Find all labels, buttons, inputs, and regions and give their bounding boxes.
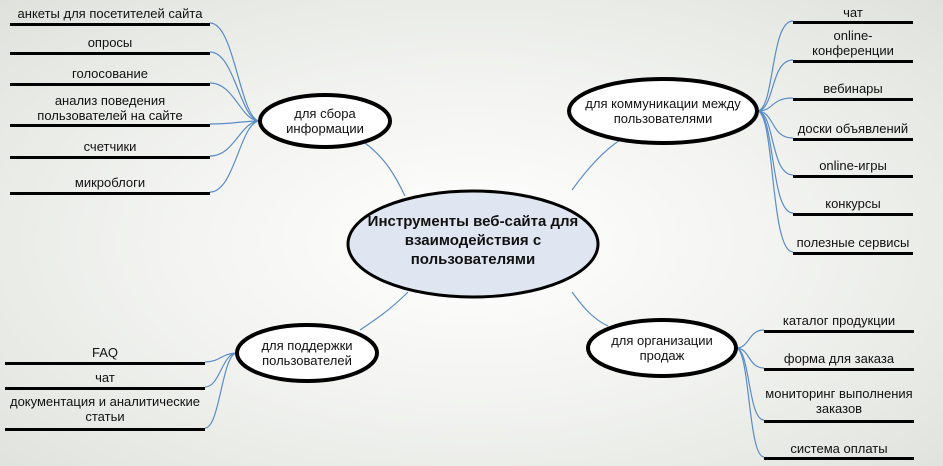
item-underline	[793, 213, 913, 216]
branch-comm-title: для коммуникации между пользователями	[585, 96, 741, 126]
item-underline	[793, 138, 913, 141]
connector-line	[359, 291, 409, 331]
connector-line	[735, 347, 765, 458]
comm-item[interactable]: конкурсы	[825, 196, 881, 211]
item-underline	[10, 83, 210, 86]
connector-line	[756, 110, 794, 176]
item-underline	[764, 330, 914, 333]
connector-line	[571, 291, 609, 327]
branch-support-title: для поддержки пользователей	[261, 338, 353, 368]
connector-line	[204, 352, 238, 388]
connector-line	[756, 110, 794, 253]
branch-comm-shape[interactable]	[567, 77, 759, 145]
sales-item[interactable]: каталог продукции	[782, 313, 896, 328]
central-node-shape[interactable]	[346, 189, 600, 299]
item-underline	[764, 457, 914, 460]
info-item[interactable]: микроблоги	[74, 175, 146, 190]
comm-item[interactable]: чат	[843, 5, 863, 20]
item-underline	[5, 428, 205, 431]
item-underline	[10, 52, 210, 55]
central-topic: Инструменты веб-сайта для взаимодействия…	[367, 213, 579, 268]
connector-line	[571, 139, 621, 191]
connector-line	[756, 97, 794, 112]
item-underline	[764, 368, 914, 371]
connector-line	[364, 142, 406, 197]
connector-line	[735, 329, 765, 349]
comm-item[interactable]: доски объявлений	[797, 121, 909, 136]
item-underline	[764, 420, 914, 423]
connector-line	[209, 51, 261, 122]
info-item[interactable]: анализ поведения пользователей на сайте	[37, 93, 183, 123]
support-item[interactable]: чат	[95, 370, 115, 385]
branch-sales-title: для организации продаж	[611, 333, 713, 363]
connector-line	[204, 352, 238, 429]
branch-support-shape[interactable]	[235, 323, 379, 383]
connector-line	[756, 20, 794, 112]
info-item[interactable]: опросы	[87, 35, 133, 50]
item-underline	[793, 21, 913, 24]
support-item[interactable]: документация и аналитические статьи	[9, 394, 200, 424]
item-underline	[793, 98, 913, 101]
sales-item[interactable]: мониторинг выполнения заказов	[765, 386, 913, 416]
item-underline	[793, 60, 913, 63]
branch-info-shape[interactable]	[258, 93, 392, 149]
item-underline	[10, 124, 210, 127]
item-underline	[10, 156, 210, 159]
info-item[interactable]: анкеты для посетителей сайта	[17, 6, 203, 21]
comm-item[interactable]: вебинары	[823, 81, 883, 96]
item-underline	[10, 23, 210, 26]
connector-line	[756, 110, 794, 139]
connector-lines	[204, 20, 794, 458]
connector-line	[209, 22, 261, 122]
comm-item[interactable]: online-игры	[819, 158, 887, 173]
item-underline	[793, 175, 913, 178]
branch-sales-shape[interactable]	[586, 318, 738, 378]
connector-line	[209, 120, 261, 193]
sales-item[interactable]: форма для заказа	[783, 351, 895, 366]
support-item[interactable]: FAQ	[91, 345, 118, 360]
connector-line	[209, 82, 261, 122]
sales-item[interactable]: система оплаты	[790, 441, 888, 456]
connector-line	[756, 59, 794, 112]
item-underline	[793, 252, 913, 255]
item-underline	[5, 387, 205, 390]
branch-info-title: для сбора информации	[286, 106, 364, 136]
comm-item[interactable]: online-конференции	[812, 28, 894, 58]
item-underline	[10, 192, 210, 195]
connector-line	[209, 120, 261, 157]
item-underline	[5, 362, 205, 365]
info-item[interactable]: счетчики	[83, 139, 137, 154]
comm-item[interactable]: полезные сервисы	[796, 235, 910, 250]
info-item[interactable]: голосование	[72, 66, 148, 81]
